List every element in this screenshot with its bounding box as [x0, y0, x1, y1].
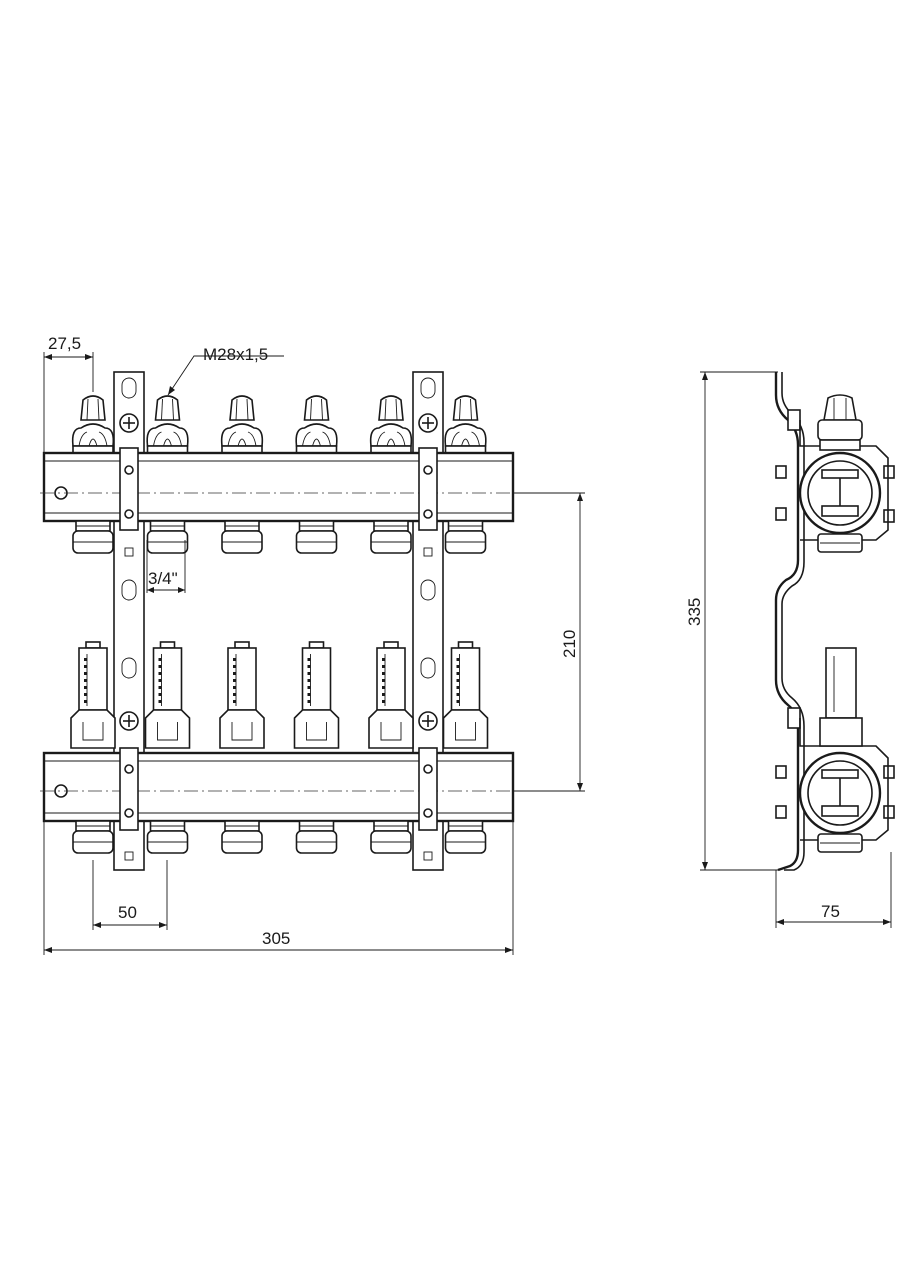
dim-overall-width: 305 — [262, 929, 290, 948]
dim-outlet-pitch: 50 — [118, 903, 137, 922]
bracket-straps — [119, 447, 438, 831]
dim-rail-spacing: 210 — [560, 630, 579, 658]
front-view: 27,5 M28x1,5 3/4" 210 50 — [40, 334, 585, 955]
flow-meter — [144, 641, 191, 749]
bracket-screws — [119, 413, 438, 731]
outlet-connector — [295, 520, 338, 554]
outlet-connector — [146, 820, 189, 854]
outlet-connectors — [72, 520, 487, 854]
outlet-connector — [146, 520, 189, 554]
front-dimensions: 27,5 M28x1,5 3/4" 210 50 — [43, 334, 585, 955]
dim-overall-height: 335 — [685, 598, 704, 626]
side-lower-section — [798, 647, 882, 853]
valve-cap — [295, 395, 338, 455]
side-dimensions: 335 75 — [685, 371, 892, 928]
upper-valve-caps — [71, 395, 487, 455]
flow-meters — [70, 641, 489, 749]
outlet-connector — [72, 820, 114, 854]
side-view: 335 75 — [685, 371, 895, 928]
flow-meter — [368, 641, 414, 749]
dim-edge-offset: 27,5 — [48, 334, 81, 353]
flow-meter — [442, 641, 489, 749]
dim-thread: M28x1,5 — [203, 345, 268, 364]
lower-manifold-rail — [40, 751, 518, 823]
side-upper-section — [798, 394, 882, 553]
side-mounting-bolts — [775, 409, 895, 819]
upper-manifold-rail — [40, 451, 518, 523]
outlet-connector — [370, 820, 412, 854]
valve-cap — [71, 395, 115, 455]
valve-cap — [369, 395, 413, 455]
side-clamp-rods — [799, 420, 889, 841]
valve-cap — [220, 395, 264, 455]
flow-meter — [219, 641, 265, 749]
valve-cap — [146, 395, 189, 455]
outlet-connector — [72, 520, 114, 554]
outlet-connector — [295, 820, 338, 854]
dim-depth: 75 — [821, 902, 840, 921]
dim-pipe-size: 3/4" — [148, 569, 178, 588]
valve-cap — [444, 395, 487, 455]
outlet-connector — [221, 520, 263, 554]
flow-meter — [70, 641, 116, 749]
outlet-connector — [444, 820, 487, 854]
outlet-connector — [370, 520, 412, 554]
outlet-connector — [221, 820, 263, 854]
flow-meter — [293, 641, 340, 749]
side-wall-bracket — [774, 372, 800, 872]
outlet-connector — [444, 520, 487, 554]
